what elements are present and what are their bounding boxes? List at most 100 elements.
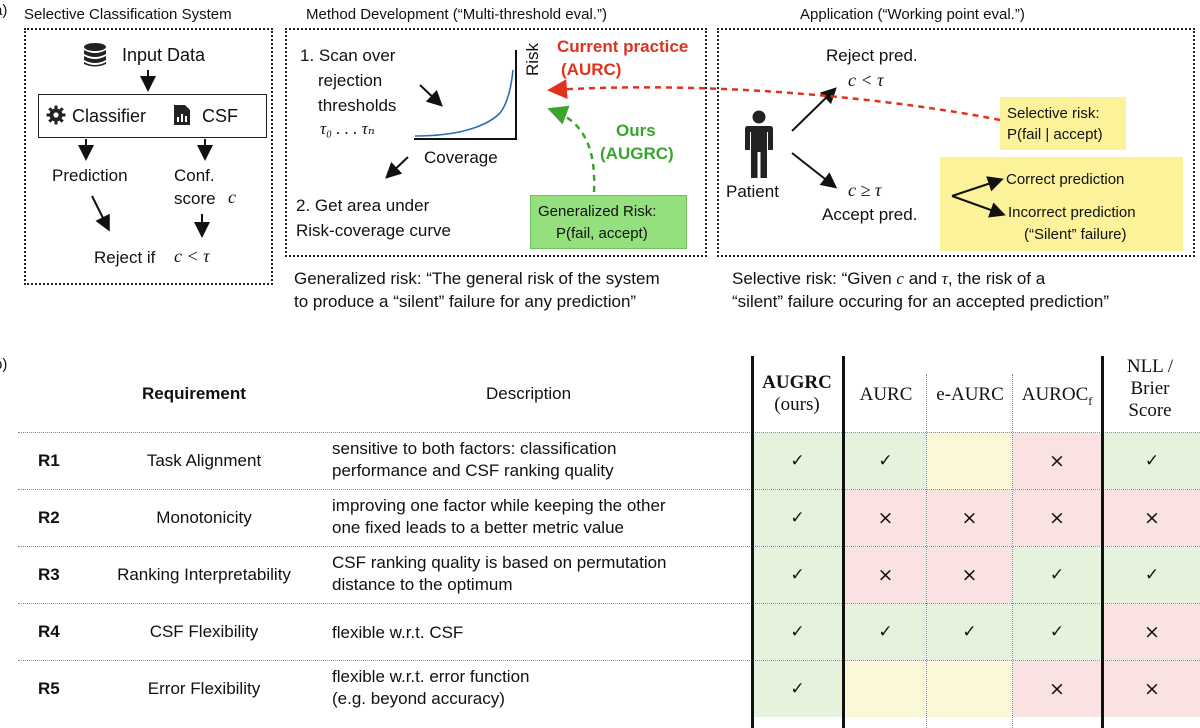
check-mark: ✓ bbox=[790, 508, 805, 528]
metric-cell bbox=[927, 661, 1012, 717]
cross-mark: × bbox=[1049, 450, 1065, 472]
cross-mark: × bbox=[877, 507, 894, 529]
cross-mark: × bbox=[1049, 678, 1065, 700]
check-mark: ✓ bbox=[1144, 451, 1160, 471]
metric-cell: ✓ bbox=[753, 547, 842, 603]
requirement-name: Task Alignment bbox=[146, 451, 262, 470]
requirement-name: Monotonicity bbox=[156, 508, 252, 527]
step2-line1: 2. Get area under bbox=[296, 196, 430, 215]
system-title: Selective Classification System bbox=[24, 6, 232, 23]
requirement-id: R4 bbox=[38, 622, 60, 641]
incorrect-prediction-label: Incorrect prediction bbox=[1008, 204, 1136, 221]
coverage-axis-label: Coverage bbox=[424, 148, 498, 167]
application-title: Application (“Working point eval.”) bbox=[800, 6, 1025, 23]
cross-mark: × bbox=[1144, 621, 1160, 643]
step1-line2: rejection bbox=[318, 71, 383, 90]
check-mark: ✓ bbox=[962, 622, 977, 642]
prediction-label: Prediction bbox=[52, 166, 128, 185]
step1-line3: thresholds bbox=[318, 96, 397, 115]
ours-label: Ours bbox=[616, 121, 656, 140]
reject-pred-label: Reject pred. bbox=[826, 46, 918, 65]
table-divider-aurc bbox=[926, 374, 927, 728]
system-box bbox=[24, 28, 273, 285]
cross-mark: × bbox=[1049, 507, 1065, 529]
selective-risk-formula: P(fail | accept) bbox=[1007, 126, 1103, 143]
csf-label: CSF bbox=[202, 106, 238, 126]
cross-mark: × bbox=[961, 564, 978, 586]
check-mark: ✓ bbox=[1144, 565, 1160, 585]
check-mark: ✓ bbox=[1049, 622, 1065, 642]
metric-cell: ✓ bbox=[1013, 604, 1101, 660]
requirement-header: Requirement bbox=[142, 384, 246, 403]
patient-label: Patient bbox=[726, 182, 779, 201]
generalized-caption-line2: to produce a “silent” failure for any pr… bbox=[294, 292, 637, 311]
metric-cell: ✓ bbox=[1104, 547, 1200, 603]
cross-mark: × bbox=[1144, 507, 1160, 529]
requirement-id: R1 bbox=[38, 451, 60, 470]
augrc-header: AUGRC (ours) bbox=[762, 372, 832, 415]
check-mark: ✓ bbox=[790, 622, 805, 642]
method-box bbox=[285, 28, 707, 257]
requirement-description: improving one factor while keeping the o… bbox=[332, 496, 666, 537]
requirement-description: flexible w.r.t. CSF bbox=[332, 623, 464, 642]
requirement-description: sensitive to both factors: classificatio… bbox=[332, 439, 617, 480]
requirement-description: CSF ranking quality is based on permutat… bbox=[332, 553, 667, 594]
application-box bbox=[717, 28, 1195, 257]
metric-cell: × bbox=[927, 547, 1012, 603]
requirement-id: R3 bbox=[38, 565, 60, 584]
metric-cell: × bbox=[1013, 661, 1101, 717]
current-practice-aurc: (AURC) bbox=[561, 60, 622, 79]
metric-cell bbox=[845, 661, 926, 717]
table-divider-eaurc bbox=[1012, 374, 1013, 728]
table-row-divider bbox=[18, 546, 1200, 547]
requirement-description: flexible w.r.t. error function(e.g. beyo… bbox=[332, 667, 530, 708]
cross-mark: × bbox=[961, 507, 978, 529]
metric-cell: ✓ bbox=[753, 433, 842, 489]
selective-caption-line1: Selective risk: “Given c and τ, the risk… bbox=[732, 269, 1046, 288]
metric-cell: ✓ bbox=[753, 661, 842, 717]
accept-pred-condition: c ≥ τ bbox=[848, 180, 882, 200]
metric-cell bbox=[927, 433, 1012, 489]
metric-cell: ✓ bbox=[753, 490, 842, 546]
conf-label: Conf. bbox=[174, 166, 215, 185]
step1-line1: 1. Scan over bbox=[300, 46, 396, 65]
step2-line2: Risk-coverage curve bbox=[296, 221, 451, 240]
table-header-divider bbox=[18, 432, 1200, 433]
generalized-risk-formula: P(fail, accept) bbox=[556, 225, 648, 242]
ours-augrc: (AUGRC) bbox=[600, 144, 674, 163]
outcome-box bbox=[940, 157, 1183, 251]
selective-caption-line2: “silent” failure occuring for an accepte… bbox=[732, 292, 1110, 311]
silent-failure-label: (“Silent” failure) bbox=[1024, 226, 1127, 243]
report-icon bbox=[173, 104, 191, 126]
check-mark: ✓ bbox=[878, 451, 893, 471]
metric-cell: × bbox=[845, 490, 926, 546]
metric-cell: × bbox=[1013, 490, 1101, 546]
aurc-header: AURC bbox=[859, 384, 913, 405]
check-mark: ✓ bbox=[790, 451, 805, 471]
metric-cell: ✓ bbox=[753, 604, 842, 660]
reject-condition: c < τ bbox=[174, 246, 210, 266]
requirement-id: R5 bbox=[38, 679, 60, 698]
nll-brier-header: NLL / Brier Score bbox=[1126, 356, 1174, 421]
panel-a-label: a) bbox=[0, 2, 8, 19]
metric-cell: × bbox=[1104, 490, 1200, 546]
patient-icon bbox=[744, 110, 774, 180]
generalized-risk-title: Generalized Risk: bbox=[538, 203, 657, 220]
generalized-risk-box bbox=[530, 195, 687, 249]
metric-cell: × bbox=[1104, 604, 1200, 660]
requirement-name: CSF Flexibility bbox=[149, 622, 259, 641]
table-row-divider bbox=[18, 603, 1200, 604]
metric-cell: ✓ bbox=[845, 604, 926, 660]
panel-b-label: b) bbox=[0, 356, 8, 373]
reject-pred-condition: c < τ bbox=[848, 70, 884, 90]
correct-prediction-label: Correct prediction bbox=[1006, 171, 1125, 188]
score-variable: c bbox=[228, 187, 236, 207]
table-divider-left bbox=[751, 356, 754, 728]
metric-cell: ✓ bbox=[845, 433, 926, 489]
metric-cell: ✓ bbox=[927, 604, 1012, 660]
current-practice-label: Current practice bbox=[557, 37, 689, 56]
eaurc-header: e-AURC bbox=[936, 384, 1004, 405]
metric-cell: ✓ bbox=[1013, 547, 1101, 603]
table-divider-aurocf bbox=[1101, 356, 1104, 728]
aurocf-header: AUROCf bbox=[1021, 384, 1093, 408]
